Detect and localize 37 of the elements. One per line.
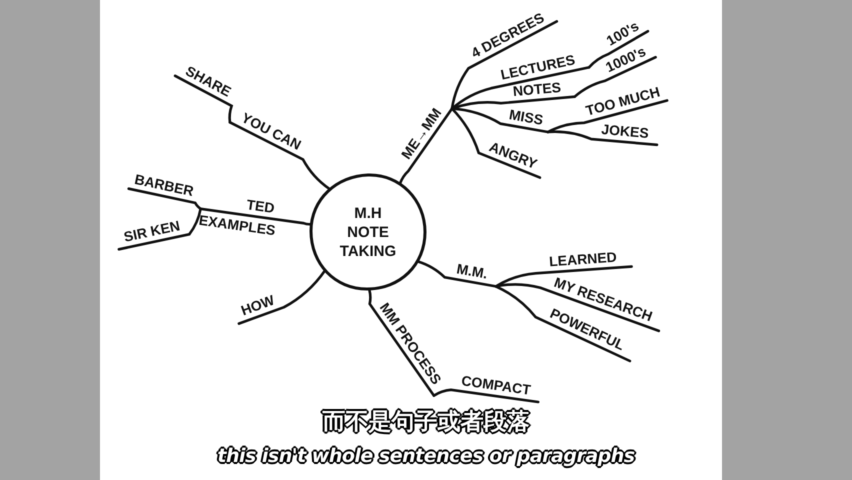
branch-word: M.M. [454, 259, 490, 284]
branch-word: BARBER [132, 170, 196, 201]
branch-line [238, 269, 326, 325]
branch-line [118, 208, 202, 251]
branch-line [546, 99, 668, 134]
subtitle-text: this isn't whole sentences or paragraphs [217, 445, 635, 467]
branch-word: JOKES [600, 120, 650, 143]
branch-word: 100's [602, 16, 642, 49]
branch-line [450, 95, 576, 110]
branch-word: MISS [506, 105, 546, 130]
branch-line [588, 30, 650, 69]
branch-line [450, 66, 590, 110]
branch-line [416, 260, 498, 288]
branch-word: LEARNED [548, 248, 618, 272]
branch-word: TOO MUCH [582, 82, 662, 121]
branch-line [573, 56, 657, 98]
branch-line [450, 20, 558, 110]
branch-line [450, 107, 542, 179]
branch-word: HOW [238, 290, 278, 320]
branch-line [199, 208, 312, 226]
branch-word: COMPACT [460, 371, 533, 400]
branch-line [494, 285, 632, 362]
branch-line [228, 121, 331, 190]
branch-word: SIR KEN [121, 216, 182, 247]
branch-line [432, 388, 540, 404]
subtitle-text: 而不是句子或者段落 [322, 406, 530, 437]
branch-line [174, 74, 233, 124]
topic-text: M.H NOTE TAKING [338, 204, 398, 260]
branch-line [494, 283, 660, 332]
branch-word: YOU CAN [238, 108, 305, 155]
branch-line [450, 107, 550, 134]
branch-line [368, 288, 436, 397]
branch-line [494, 265, 633, 288]
branch-line [546, 130, 658, 146]
branch-word: NOTES [512, 78, 562, 102]
branch-line [398, 107, 454, 185]
branch-line [127, 187, 202, 210]
